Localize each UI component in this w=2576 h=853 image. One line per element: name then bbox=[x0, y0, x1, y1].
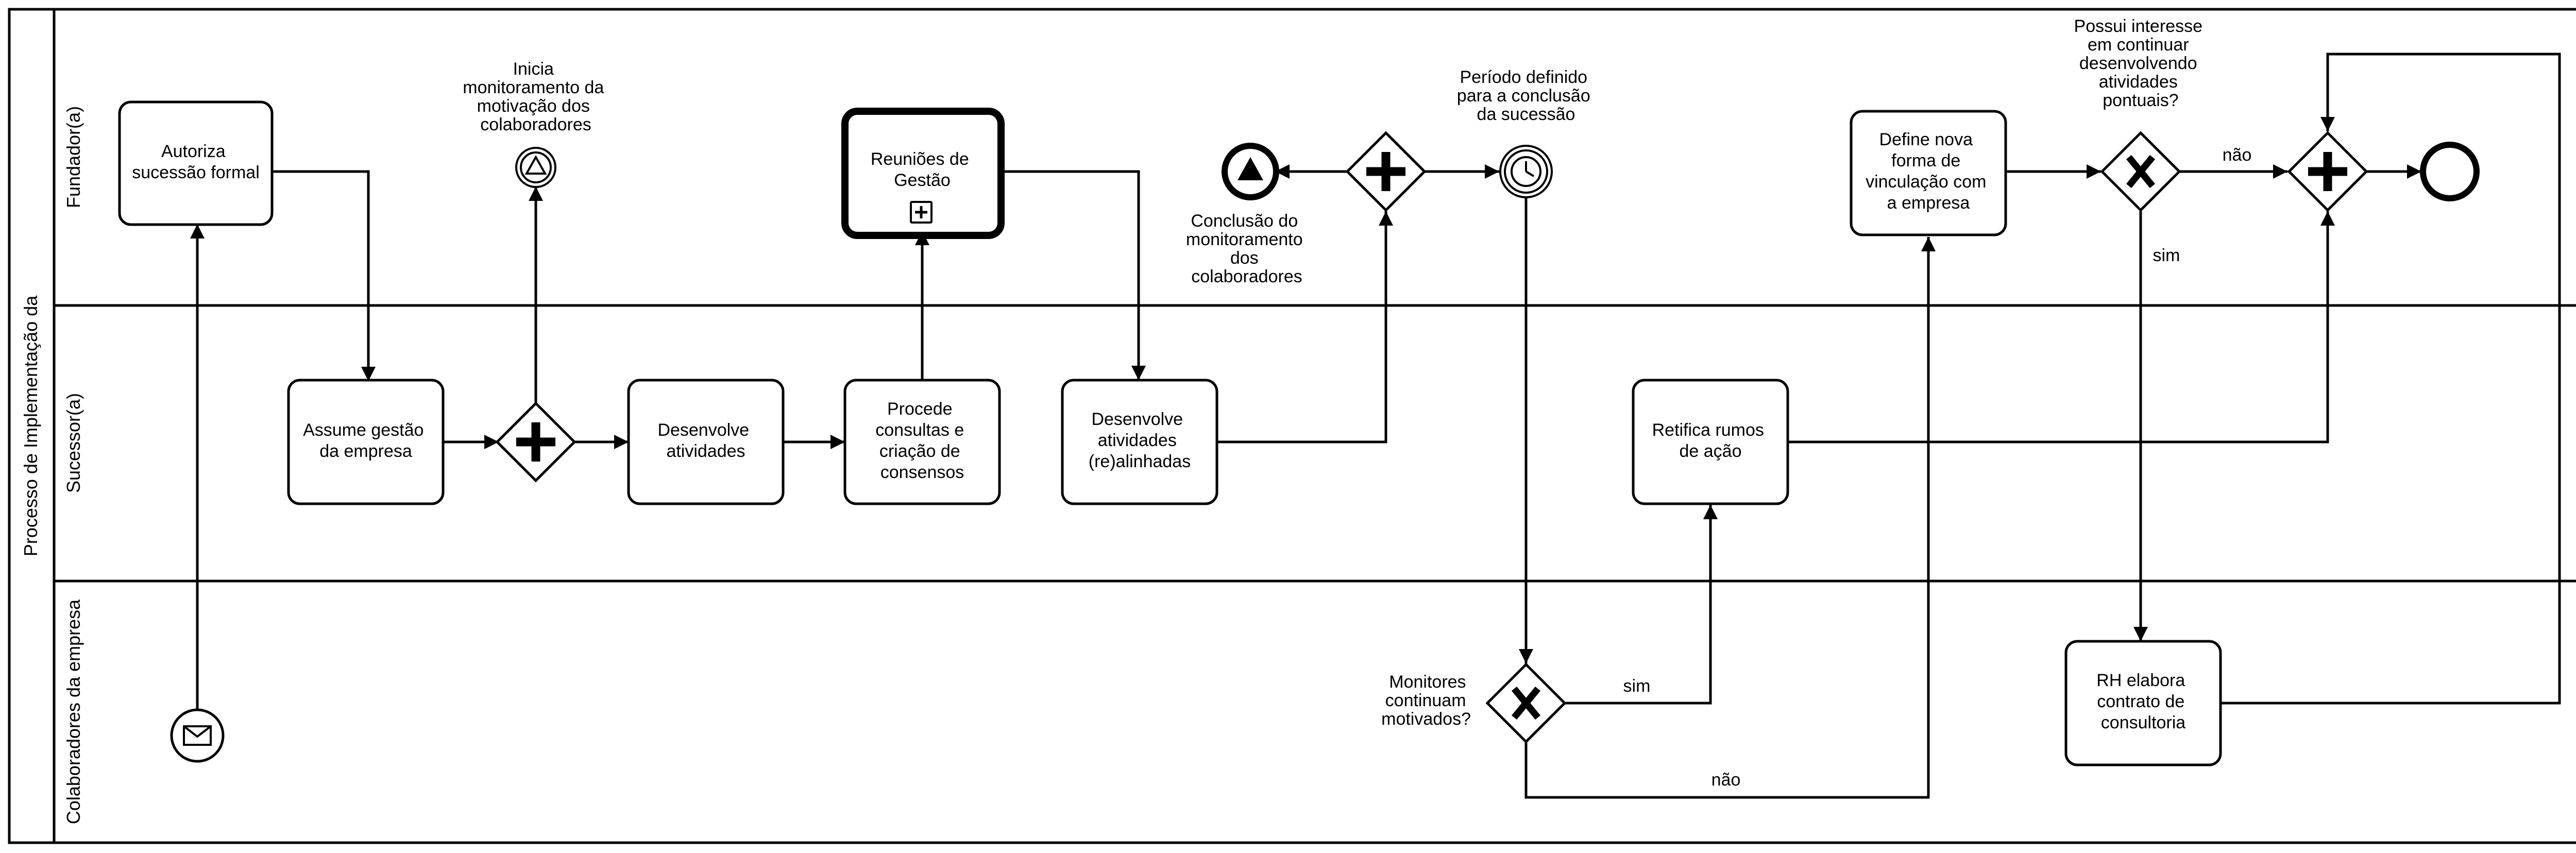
lane-label-employees: Colaboradores da empresa bbox=[63, 599, 84, 824]
plus-icon bbox=[1366, 152, 1405, 191]
task-develop-realigned[interactable]: Desenvolve atividades (re)alinhadas bbox=[1061, 379, 1218, 505]
x-icon bbox=[1511, 686, 1541, 720]
label-motivated-question: Monitores continuam motivados? bbox=[1381, 672, 1471, 729]
task-define-bond-label: Define nova forma de vinculação com a em… bbox=[1866, 130, 1991, 213]
flow-label-yes-bottom: sim bbox=[1623, 676, 1651, 696]
intermediate-event-signal[interactable] bbox=[515, 147, 556, 188]
start-event-message[interactable] bbox=[170, 708, 225, 763]
exclusive-gateway-interest[interactable] bbox=[2100, 131, 2181, 212]
subprocess-meetings[interactable]: Reuniões de Gestão bbox=[841, 108, 1005, 239]
task-develop[interactable]: Desenvolve atividades bbox=[627, 379, 785, 505]
plus-icon bbox=[2308, 152, 2347, 191]
triangle-icon bbox=[1238, 157, 1263, 180]
end-event[interactable] bbox=[2420, 142, 2480, 201]
triangle-icon bbox=[524, 155, 547, 175]
task-authorize-label: Autoriza sucessão formal bbox=[132, 142, 260, 182]
flow-authorize-to-assume bbox=[272, 170, 376, 381]
task-assume-label: Assume gestão da empresa bbox=[303, 420, 429, 461]
clock-icon bbox=[1511, 156, 1541, 187]
pool bbox=[8, 8, 2576, 844]
task-develop-realigned-label: Desenvolve atividades (re)alinhadas bbox=[1089, 410, 1191, 471]
label-start-monitoring: Inicia monitoramento da motivação dos co… bbox=[463, 59, 609, 134]
flow-hr-to-join bbox=[2221, 53, 2561, 705]
exclusive-gateway-motivated[interactable] bbox=[1485, 662, 1567, 744]
lane-label-successor: Sucessor(a) bbox=[63, 393, 84, 493]
intermediate-event-timer[interactable] bbox=[1499, 145, 1553, 198]
parallel-gateway-join[interactable] bbox=[1345, 131, 1427, 212]
parallel-gateway-final[interactable] bbox=[2287, 131, 2368, 212]
lane-label-founder: Fundador(a) bbox=[63, 106, 84, 208]
flow-motivated-no bbox=[1524, 237, 1936, 799]
envelope-icon bbox=[183, 725, 212, 746]
task-hr-contract[interactable]: RH elabora contrato de consultoria bbox=[2064, 640, 2222, 766]
task-rectify-label: Retifica rumos de ação bbox=[1652, 420, 1769, 461]
sequence-flows bbox=[190, 53, 2561, 799]
parallel-gateway-fork[interactable] bbox=[495, 401, 577, 483]
task-assume[interactable]: Assume gestão da empresa bbox=[287, 379, 445, 505]
end-event-signal[interactable] bbox=[1222, 143, 1279, 200]
flow-meetings-to-realigned bbox=[1001, 170, 1146, 380]
flow-label-yes-top: sim bbox=[2153, 246, 2180, 265]
task-authorize[interactable]: Autoriza sucessão formal bbox=[118, 100, 274, 226]
task-rectify[interactable]: Retifica rumos de ação bbox=[1632, 379, 1789, 505]
flow-rectify-to-join bbox=[1788, 211, 2335, 443]
plus-icon bbox=[516, 422, 555, 462]
pool-label: Processo de Implementação da bbox=[20, 295, 41, 556]
boxed-plus-icon bbox=[910, 201, 933, 224]
label-timer: Período definido para a conclusão da suc… bbox=[1457, 67, 1595, 124]
x-icon bbox=[2126, 155, 2156, 189]
task-consult-label: Procede consultas e criação de consensos bbox=[875, 399, 969, 482]
flow-label-no-bottom: não bbox=[1711, 770, 1741, 790]
subprocess-meetings-label: Reuniões de Gestão bbox=[871, 149, 974, 190]
task-hr-contract-label: RH elabora contrato de consultoria bbox=[2096, 671, 2190, 732]
task-define-bond[interactable]: Define nova forma de vinculação com a em… bbox=[1850, 110, 2007, 236]
label-interest-question: Possui interesse em continuar desenvolve… bbox=[2074, 16, 2208, 110]
label-end-monitoring: Conclusão do monitoramento dos colaborad… bbox=[1186, 211, 1308, 286]
flow-motivated-yes bbox=[1565, 505, 1718, 705]
task-develop-label: Desenvolve atividades bbox=[657, 420, 754, 461]
flow-label-no-top: não bbox=[2223, 145, 2252, 165]
task-consult[interactable]: Procede consultas e criação de consensos bbox=[843, 379, 1001, 505]
flow-realigned-to-gateway bbox=[1217, 211, 1393, 443]
